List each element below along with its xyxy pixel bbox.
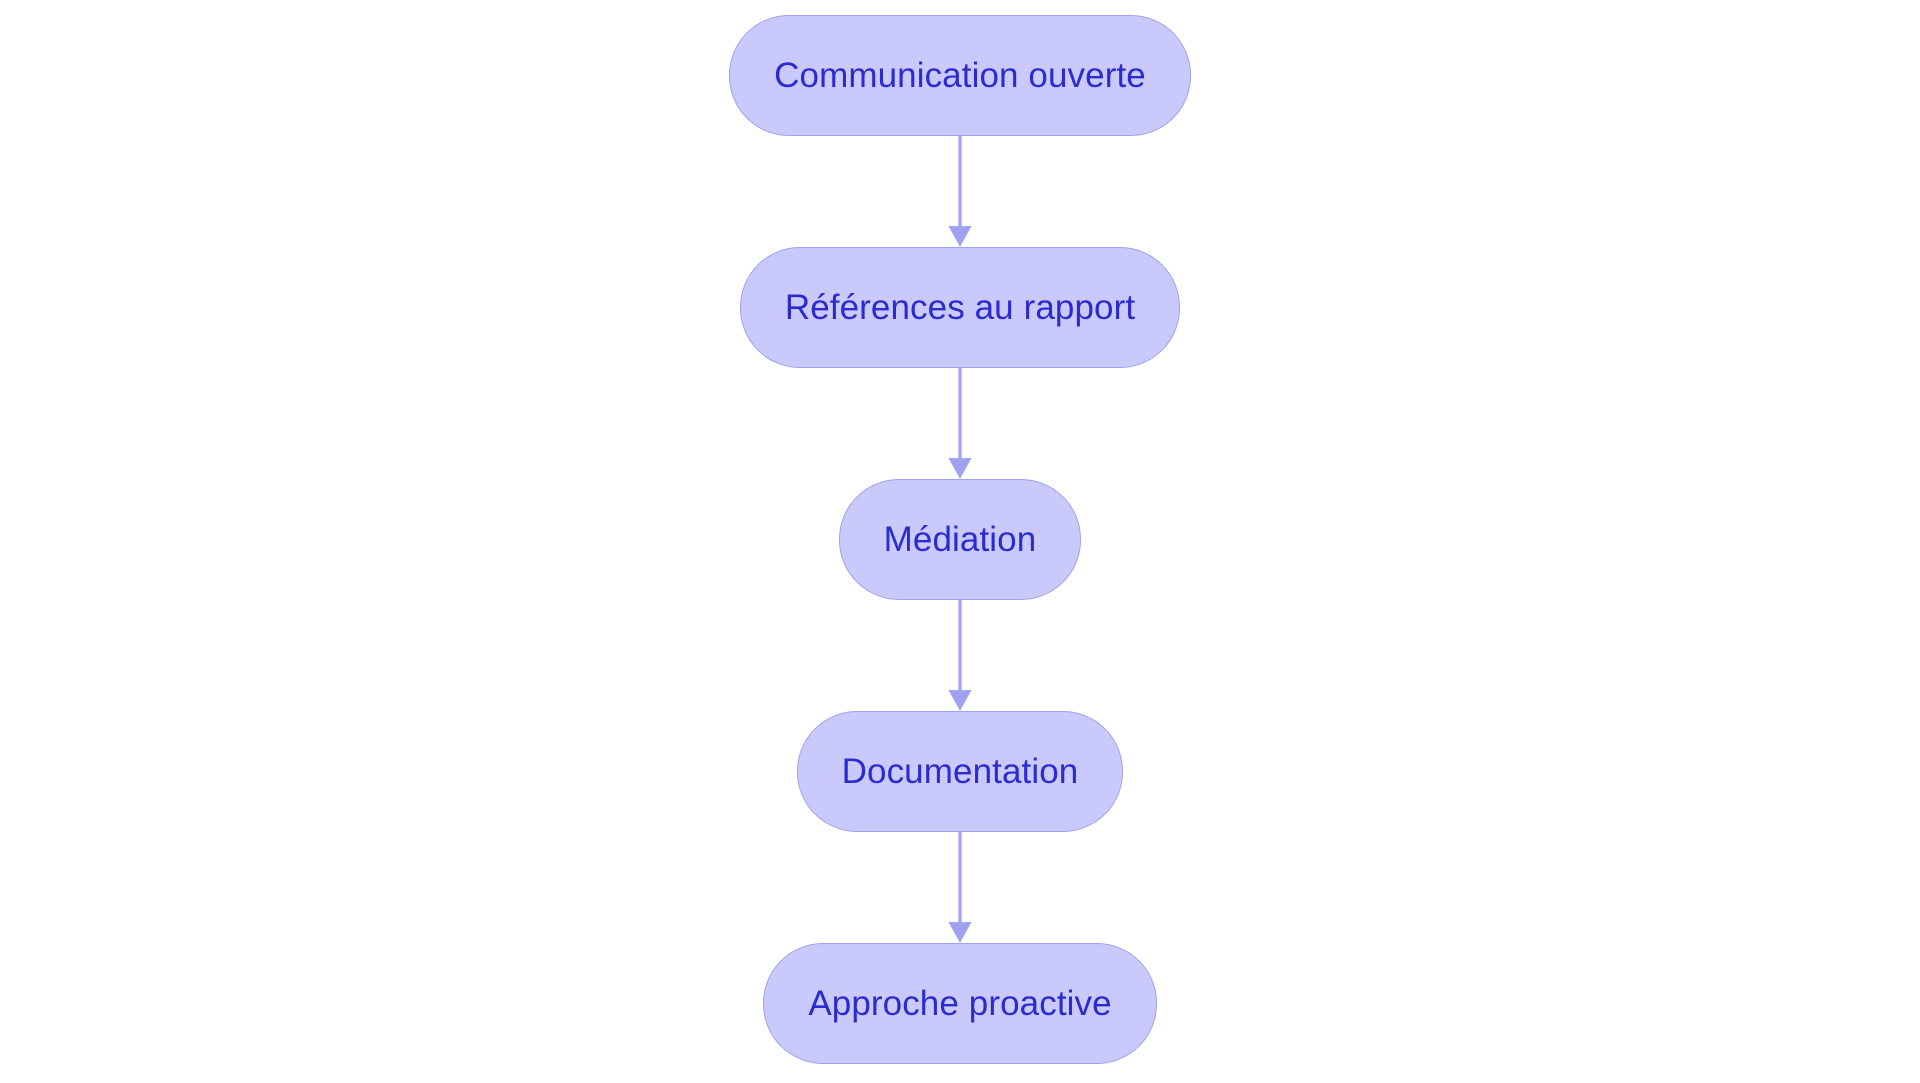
flow-node-mediation[interactable]: Médiation [838, 479, 1082, 600]
arrow-down-icon [948, 458, 972, 479]
flow-node-references-au-rapport[interactable]: Références au rapport [739, 247, 1181, 368]
flow-edge-1-to-2 [940, 136, 980, 247]
flow-node-label: Approche proactive [808, 984, 1112, 1023]
arrow-down-icon [948, 922, 972, 943]
arrow-down-icon [948, 226, 972, 247]
arrow-down-icon [948, 690, 972, 711]
flow-node-approche-proactive[interactable]: Approche proactive [763, 943, 1157, 1064]
flow-node-documentation[interactable]: Documentation [796, 711, 1124, 832]
flow-edge-2-to-3 [940, 368, 980, 479]
flow-edge-4-to-5 [940, 832, 980, 943]
flow-node-label: Médiation [883, 520, 1037, 559]
flow-node-label: Documentation [841, 752, 1079, 791]
flow-node-label: Références au rapport [784, 288, 1136, 327]
flow-edge-3-to-4 [940, 600, 980, 711]
flow-node-communication-ouverte[interactable]: Communication ouverte [729, 15, 1191, 136]
flow-node-label: Communication ouverte [774, 56, 1146, 95]
